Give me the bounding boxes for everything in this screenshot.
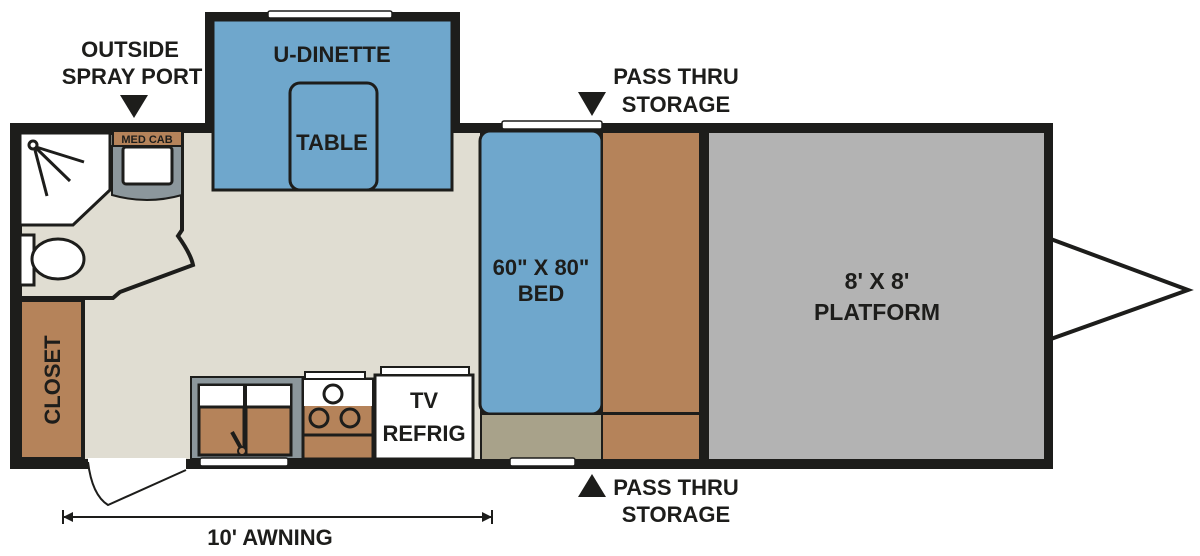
closet [18, 298, 85, 461]
faucet-icon [230, 431, 247, 456]
arrow-up-icon [578, 474, 606, 497]
floor-under-bed [482, 415, 601, 459]
pass-thru-storage [603, 133, 699, 412]
pass-thru-bottom-label-2: STORAGE [622, 502, 730, 527]
spray-port-label-2: SPRAY PORT [62, 64, 203, 89]
bed-label: BED [518, 281, 564, 306]
tv-label: TV [410, 388, 438, 413]
entry-door-opening [88, 458, 186, 470]
window [509, 457, 576, 467]
dinette-label: U-DINETTE [273, 42, 390, 67]
burner-icon [308, 383, 361, 429]
closet-label: CLOSET [40, 335, 65, 425]
table [288, 81, 379, 192]
arrow-down-icon [120, 95, 148, 118]
window [501, 120, 603, 130]
arrow-down-icon [578, 92, 606, 116]
hitch [1046, 235, 1194, 343]
awning-dimension [62, 510, 493, 524]
med-cab-label: MED CAB [121, 134, 172, 146]
window [199, 457, 289, 467]
dinette-window [267, 10, 393, 19]
toilet-icon [18, 233, 86, 287]
platform-size-label: 8' X 8' [845, 268, 910, 294]
platform-label: PLATFORM [814, 299, 940, 325]
table-label: TABLE [296, 130, 368, 155]
pass-thru-bottom-label: PASS THRU [613, 475, 739, 500]
med-cab [112, 130, 183, 147]
bed [478, 129, 604, 416]
pass-thru-top-label: PASS THRU [613, 64, 739, 89]
shower-head-icon [27, 139, 85, 197]
platform [709, 133, 1044, 459]
pass-thru-top-label-2: STORAGE [622, 92, 730, 117]
entry-door [87, 461, 187, 507]
bed-size-label: 60" X 80" [493, 255, 590, 280]
spray-port-label: OUTSIDE [81, 37, 179, 62]
refrig-label: REFRIG [382, 421, 465, 446]
awning-label: 10' AWNING [207, 525, 332, 550]
